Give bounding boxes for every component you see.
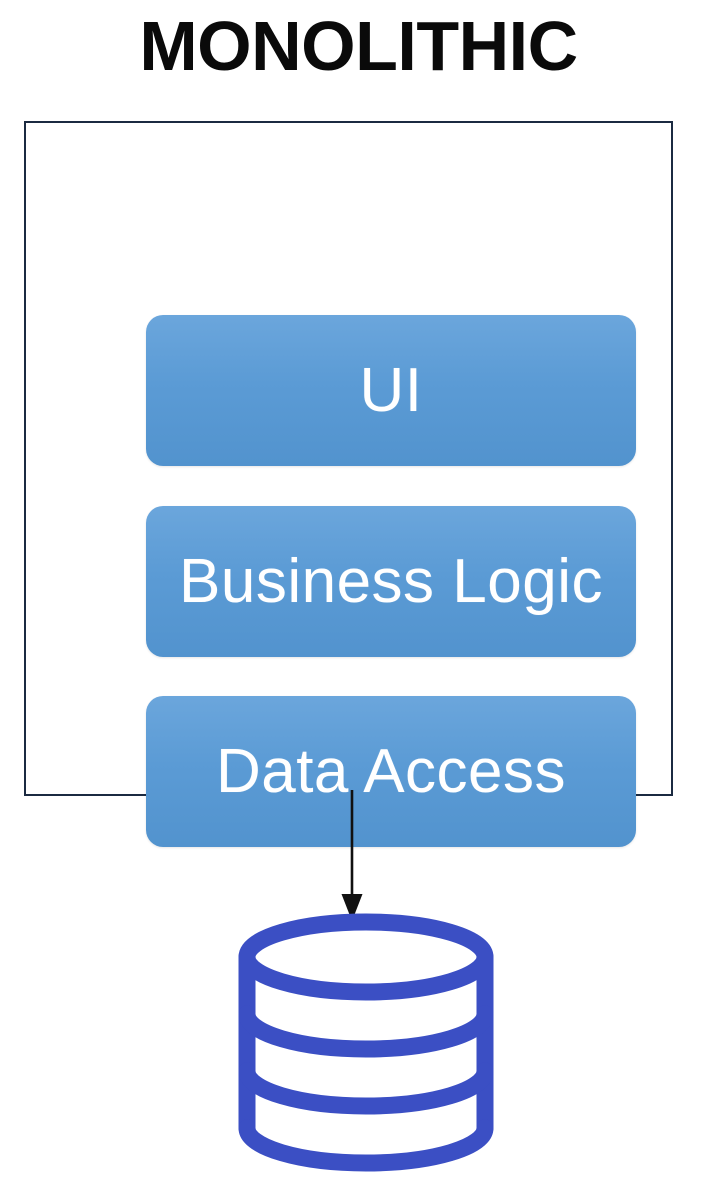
database-bottom-curve (238, 1119, 494, 1172)
layer-box-business-logic[interactable]: Business Logic (146, 506, 636, 657)
monolith-boundary-box: UI Business Logic Data Access (24, 121, 673, 847)
layer-box-data-access[interactable]: Data Access (146, 696, 636, 847)
layer-label-data-access: Data Access (215, 736, 567, 806)
database-band-2 (238, 1062, 494, 1115)
layer-box-ui[interactable]: UI (146, 315, 636, 466)
database-cylinder-icon (238, 913, 494, 1172)
database-band-1 (238, 1005, 494, 1058)
page-title: MONOLITHIC (139, 7, 578, 85)
database-top-ellipse (238, 913, 494, 1001)
layer-label-ui: UI (359, 355, 423, 425)
layer-label-business-logic: Business Logic (178, 546, 604, 616)
